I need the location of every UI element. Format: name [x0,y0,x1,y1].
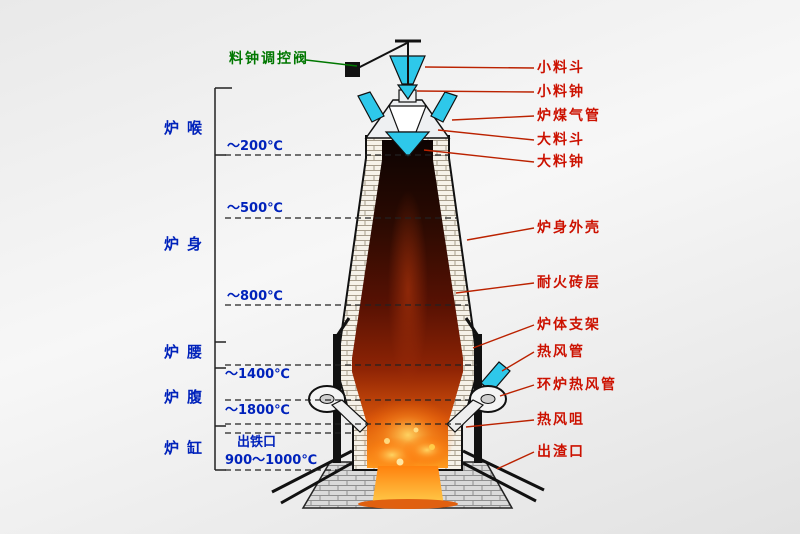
label-bell-valve: 料钟调控阀 [229,51,309,67]
molten-stream [358,466,458,509]
gas-pipe-right [430,91,458,123]
label-shell: 炉身外壳 [537,220,601,236]
zone-label-throat: 炉喉 [164,119,211,137]
label-tap-temp: 900～1000℃ [225,453,318,468]
label-bustle-pipe: 环炉热风管 [537,377,617,393]
zone-label-bosh: 炉腹 [164,388,211,406]
temp-label-1400: ～1400℃ [225,367,290,382]
label-slag-hole: 出渣口 [537,444,585,460]
label-gas-pipe: 炉煤气管 [537,108,601,124]
temp-label-1800: ～1800℃ [225,403,290,418]
temp-label-500: ～500℃ [227,201,283,216]
label-small-hopper: 小料斗 [537,60,585,76]
furnace-interior-fire [352,140,463,473]
zone-label-waist: 炉腰 [164,343,211,361]
zone-bracket [214,87,232,471]
temp-label-200: ～200℃ [227,139,283,154]
label-tuyere: 热风咀 [537,412,585,428]
label-refractory-brick: 耐火砖层 [537,275,601,291]
zone-label-shaft: 炉身 [164,235,211,253]
large-bell [384,131,431,158]
label-tap-hole: 出铁口 [237,435,277,450]
bell-rod [353,39,421,85]
label-large-hopper: 大料斗 [537,132,585,148]
temp-label-800: ～800℃ [227,289,283,304]
gas-pipe-left [357,91,385,123]
label-support: 炉体支架 [537,317,601,333]
leader-line-bell-valve [305,59,358,67]
dashed-temperature-lines [225,154,477,471]
label-small-bell: 小料钟 [537,84,585,100]
zone-label-hearth: 炉缸 [164,439,211,457]
label-large-bell: 大料钟 [537,154,585,170]
label-hot-blast-pipe: 热风管 [537,344,585,360]
leader-lines [416,66,535,470]
